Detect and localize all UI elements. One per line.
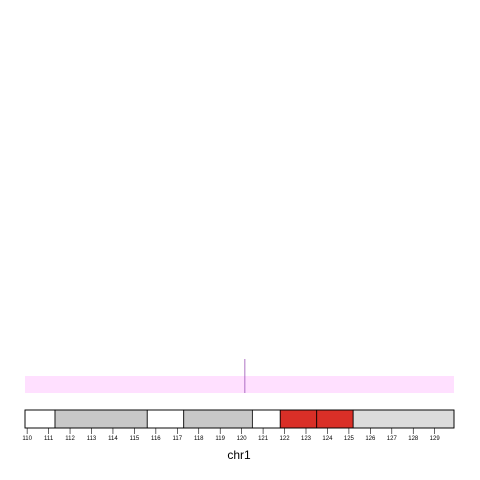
highlight-track (25, 376, 454, 393)
tick-label-129: 129 (430, 436, 441, 442)
tick-label-126: 126 (365, 436, 376, 442)
band-1 (54, 409, 148, 429)
tick-label-110: 110 (22, 436, 32, 442)
band-4 (251, 409, 281, 429)
tick-label-121: 121 (258, 436, 269, 442)
band-7 (352, 409, 455, 429)
tick-label-113: 113 (87, 436, 97, 442)
tick-label-124: 124 (322, 436, 333, 442)
band-2 (146, 409, 185, 429)
band-0 (24, 409, 56, 429)
tick-label-118: 118 (194, 436, 204, 442)
tick-label-128: 128 (408, 436, 419, 442)
tick-label-119: 119 (215, 436, 225, 442)
band-6 (316, 409, 354, 429)
tick-label-120: 120 (237, 436, 248, 442)
x-axis: 110 111 112 113 114 115 116 117 118 119 120 121 122 1… (22, 428, 440, 442)
tick-label-115: 115 (130, 436, 140, 442)
ideogram-outline (24, 409, 455, 429)
tick-label-112: 112 (65, 436, 75, 442)
tick-label-123: 123 (301, 436, 312, 442)
chromosome-label: chr1 (227, 448, 251, 462)
tick-label-125: 125 (344, 436, 355, 442)
tick-label-117: 117 (173, 436, 183, 442)
chromosome-bands (24, 409, 455, 429)
band-3 (183, 409, 253, 429)
tick-label-127: 127 (387, 436, 398, 442)
tick-label-111: 111 (44, 436, 54, 442)
tick-label-122: 122 (280, 436, 291, 442)
tick-label-116: 116 (151, 436, 161, 442)
band-5 (279, 409, 318, 429)
tick-label-114: 114 (108, 436, 118, 442)
